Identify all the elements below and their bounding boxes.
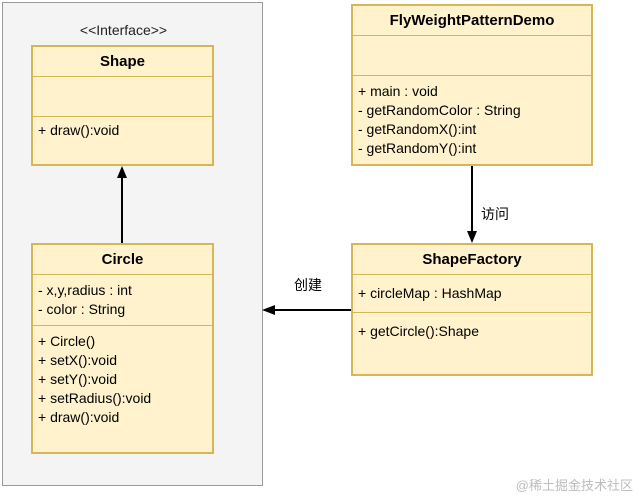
watermark: @稀土掘金技术社区 (515, 478, 633, 493)
shape-methods: + draw():void (33, 117, 212, 144)
demo-class[interactable]: FlyWeightPatternDemo + main : void - get… (351, 4, 593, 166)
circle-class[interactable]: Circle - x,y,radius : int - color : Stri… (31, 243, 214, 454)
interface-stereotype: <<Interface>> (79, 22, 168, 38)
inherit-arrowhead (117, 166, 127, 178)
factory-method: + getCircle():Shape (358, 323, 480, 339)
factory-attributes: + circleMap : HashMap (353, 275, 591, 313)
demo-methods: + main : void - getRandomColor : String … (353, 76, 591, 162)
shape-attributes (33, 77, 212, 117)
circle-attribute: - color : String (38, 301, 126, 317)
factory-attribute: + circleMap : HashMap (358, 285, 502, 301)
visit-arrowhead (467, 231, 477, 243)
shape-method: + draw():void (38, 122, 120, 138)
demo-attributes (353, 36, 591, 76)
shape-class-name: Shape (33, 47, 212, 77)
demo-method: - getRandomY():int (358, 140, 477, 156)
circle-attribute: - x,y,radius : int (38, 282, 132, 298)
circle-methods: + Circle() + setX():void + setY():void +… (33, 326, 212, 431)
factory-methods: + getCircle():Shape (353, 313, 591, 345)
visit-edge-label: 访问 (481, 206, 509, 222)
demo-method: - getRandomColor : String (358, 102, 521, 118)
circle-attributes: - x,y,radius : int - color : String (33, 275, 212, 326)
circle-method: + draw():void (38, 409, 120, 425)
demo-class-name: FlyWeightPatternDemo (353, 6, 591, 36)
factory-class[interactable]: ShapeFactory + circleMap : HashMap + get… (351, 243, 593, 376)
factory-class-name: ShapeFactory (353, 245, 591, 275)
circle-method: + setX():void (38, 352, 117, 368)
circle-method: + Circle() (38, 333, 96, 349)
demo-method: + main : void (358, 83, 438, 99)
circle-method: + setY():void (38, 371, 117, 387)
circle-method: + setRadius():void (38, 390, 152, 406)
shape-class[interactable]: Shape + draw():void (31, 45, 214, 166)
circle-class-name: Circle (33, 245, 212, 275)
demo-method: - getRandomX():int (358, 121, 477, 137)
create-arrowhead (262, 305, 275, 315)
create-edge-label: 创建 (294, 277, 322, 293)
